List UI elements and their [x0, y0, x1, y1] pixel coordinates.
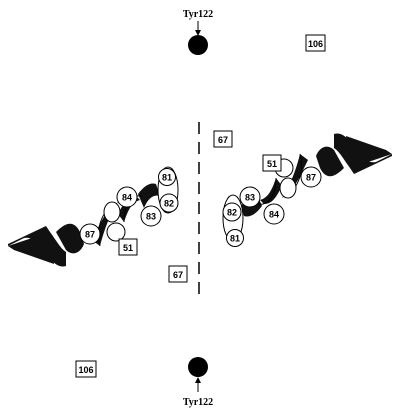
left-residue-82: 82: [159, 193, 179, 213]
box-106-top-right: 106: [305, 34, 326, 52]
right-residue-84: 84: [263, 203, 285, 225]
left-residue-83: 83: [140, 205, 162, 227]
tyrosine-bottom-group: Tyr122: [183, 357, 213, 408]
left-helix-hollow-2: [106, 222, 126, 242]
box-67-lower-text: 67: [173, 270, 183, 280]
right-helix: 81 82 83 84 87 51: [222, 133, 392, 247]
right-residue-82: 82: [222, 202, 242, 222]
right-helix-turn-1: [316, 146, 344, 177]
left-residue-84: 84: [116, 186, 138, 208]
svg-text:83: 83: [146, 212, 156, 222]
box-106-bottom-left: 106: [75, 360, 97, 378]
box-67-upper-text: 67: [218, 135, 228, 145]
svg-text:84: 84: [269, 210, 279, 220]
box-106-bottom-left-text: 106: [78, 365, 93, 375]
right-box-51: 51: [262, 154, 282, 172]
left-helix-hollow-1: [103, 201, 121, 223]
svg-text:81: 81: [230, 234, 240, 244]
svg-text:87: 87: [306, 173, 316, 183]
right-residue-83: 83: [239, 186, 261, 208]
box-67-lower: 67: [168, 265, 188, 283]
tyr122-bottom-label: Tyr122: [183, 397, 213, 408]
left-residue-81: 81: [158, 168, 176, 186]
svg-text:83: 83: [245, 193, 255, 203]
left-helix-turn-1: [56, 223, 84, 254]
svg-text:51: 51: [123, 243, 133, 253]
tyr122-top-label: Tyr122: [183, 9, 213, 20]
right-helix-ribbon-tail: [346, 136, 392, 168]
svg-text:87: 87: [85, 230, 95, 240]
right-residue-87: 87: [300, 166, 322, 188]
right-helix-turn-3: [260, 178, 282, 204]
right-helix-outline-2: [257, 177, 277, 205]
box-67-upper: 67: [213, 130, 233, 148]
left-helix-ribbon-tail: [8, 232, 54, 264]
left-helix-turn-4: [138, 183, 160, 208]
tyr122-top-dot: [188, 35, 208, 55]
svg-text:82: 82: [227, 208, 237, 218]
left-residue-87: 87: [79, 223, 101, 245]
right-residue-81: 81: [226, 229, 244, 247]
svg-text:82: 82: [164, 199, 174, 209]
svg-text:81: 81: [162, 173, 172, 183]
box-106-top-right-text: 106: [308, 39, 323, 49]
tyr122-bottom-dot: [188, 357, 208, 377]
right-helix-hollow-1: [279, 177, 297, 199]
svg-text:51: 51: [267, 159, 277, 169]
svg-text:84: 84: [122, 193, 132, 203]
left-helix: 81 82 83 84 87 51: [8, 166, 179, 267]
tyrosine-top-group: Tyr122: [183, 9, 213, 55]
left-box-51: 51: [118, 238, 138, 256]
